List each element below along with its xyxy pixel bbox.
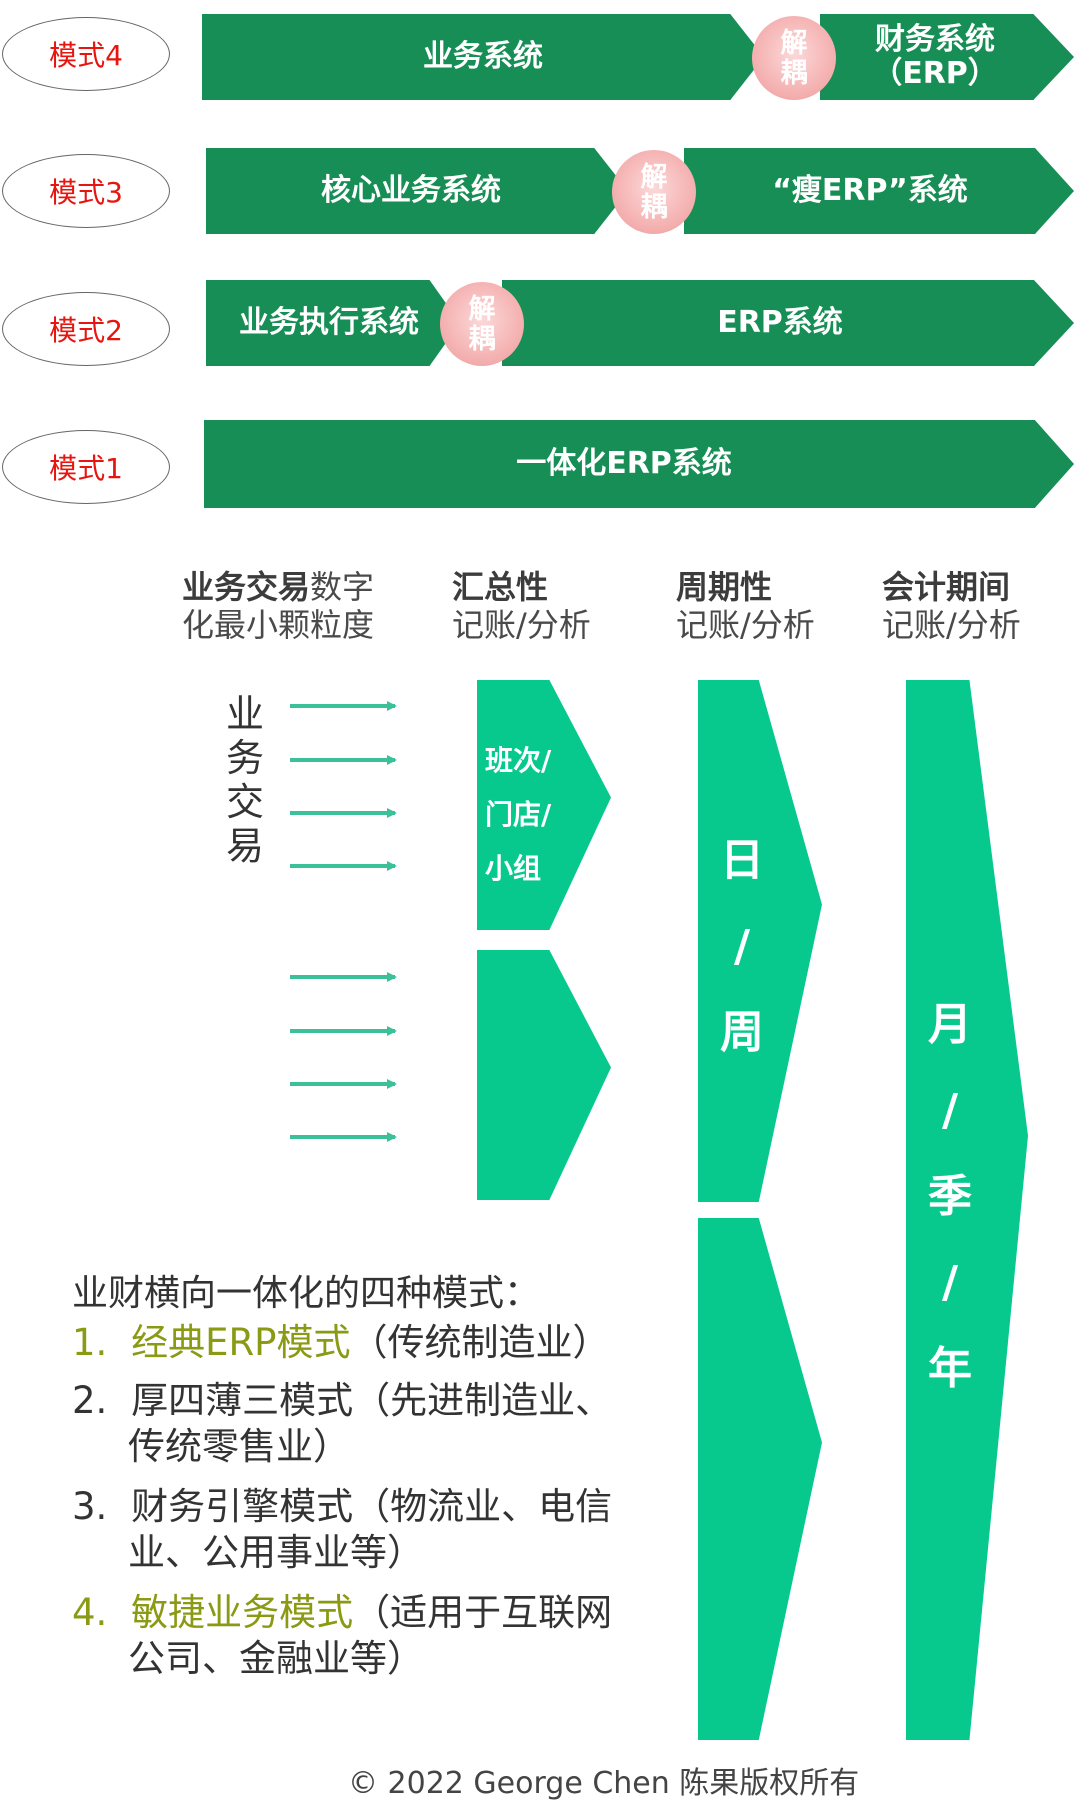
- mode1-integrated-erp-bar: [204, 420, 1074, 508]
- list-highlight-1: 经典ERP模式: [131, 1321, 351, 1364]
- day-week-separator: /: [733, 921, 751, 972]
- group-text: 小组: [485, 852, 542, 885]
- year-text: 年: [928, 1343, 972, 1394]
- mode3-core-bar: [206, 148, 628, 234]
- vertical-char-3: 交: [225, 780, 264, 824]
- vertical-char-1: 业: [225, 692, 264, 736]
- header-periodic: 周期性 记账/分析: [676, 568, 815, 644]
- mode4-decouple-badge: 解 耦: [752, 16, 836, 100]
- list-item-1: 1. 经典ERP模式（传统制造业）: [72, 1320, 609, 1366]
- list-rest-4: （适用于互联网: [353, 1591, 613, 1634]
- header-summary: 汇总性 记账/分析: [452, 568, 591, 644]
- list-line2-3: 业、公用事业等）: [128, 1531, 424, 1574]
- day-week-text: 日 / 周: [706, 818, 778, 1076]
- list-highlight-4: 敏捷业务模式: [131, 1591, 354, 1634]
- mode3-thin-erp-bar: [684, 148, 1074, 234]
- week-text: 周: [720, 1007, 764, 1058]
- list-num-2: 2.: [72, 1379, 108, 1422]
- mode-label-2: 模式2: [2, 292, 170, 366]
- shift-text: 班次/: [485, 744, 552, 777]
- list-item-2: 2. 厚四薄三模式（先进制造业、 传统零售业）: [72, 1378, 612, 1470]
- list-rest-3: 财务引擎模式（物流业、电信: [131, 1485, 613, 1528]
- header-business-trade-line2: 化最小颗粒度: [182, 606, 375, 644]
- mode2-erp-bar: [502, 280, 1074, 366]
- list-num-3: 3.: [72, 1485, 108, 1528]
- mode2-execution-bar: [206, 280, 460, 366]
- header-summary-strong: 汇总性: [452, 568, 549, 606]
- list-line2-2: 传统零售业）: [128, 1425, 350, 1468]
- list-rest-2: 厚四薄三模式（先进制造业、: [131, 1379, 613, 1422]
- header-accounting-period-strong: 会计期间: [882, 568, 1011, 606]
- vertical-char-2: 务: [225, 736, 264, 780]
- copyright: © 2022 George Chen 陈果版权所有: [348, 1766, 860, 1801]
- day-text: 日: [720, 835, 764, 886]
- modes-intro: 业财横向一体化的四种模式：: [72, 1273, 541, 1314]
- shift-store-group-text: 班次/ 门店/ 小组: [485, 734, 585, 896]
- mode4-finance-bar: [820, 14, 1074, 100]
- mode-label-4: 模式4: [2, 17, 170, 91]
- header-business-trade-light: 数字: [310, 568, 375, 606]
- header-accounting-period-light: 记账/分析: [882, 606, 1021, 644]
- header-business-trade: 业务交易数字 化最小颗粒度: [182, 568, 374, 644]
- business-trade-vertical: 业 务 交 易: [220, 692, 270, 868]
- header-periodic-strong: 周期性: [676, 568, 773, 606]
- list-num-1: 1.: [72, 1321, 108, 1364]
- list-line2-4: 公司、金融业等）: [128, 1637, 424, 1680]
- vertical-char-4: 易: [225, 824, 264, 868]
- list-rest-1: （传统制造业）: [350, 1321, 610, 1364]
- list-item-3: 3. 财务引擎模式（物流业、电信 业、公用事业等）: [72, 1484, 612, 1576]
- list-num-4: 4.: [72, 1591, 108, 1634]
- month-text: 月: [928, 999, 972, 1050]
- mode4-business-bar: [202, 14, 764, 100]
- store-text: 门店/: [485, 798, 552, 831]
- header-business-trade-strong: 业务交易: [182, 568, 311, 606]
- season-text: 季: [928, 1171, 972, 1222]
- month-season-separator: /: [941, 1085, 959, 1136]
- season-year-separator: /: [941, 1257, 959, 1308]
- mode-label-1: 模式1: [2, 430, 170, 504]
- mode3-decouple-badge: 解 耦: [612, 150, 696, 234]
- list-item-4: 4. 敏捷业务模式（适用于互联网 公司、金融业等）: [72, 1590, 612, 1682]
- header-periodic-light: 记账/分析: [676, 606, 815, 644]
- header-accounting-period: 会计期间 记账/分析: [882, 568, 1021, 644]
- month-season-year-text: 月 / 季 / 年: [914, 982, 986, 1412]
- mode-label-3: 模式3: [2, 154, 170, 228]
- header-summary-light: 记账/分析: [452, 606, 591, 644]
- mode2-decouple-badge: 解 耦: [440, 282, 524, 366]
